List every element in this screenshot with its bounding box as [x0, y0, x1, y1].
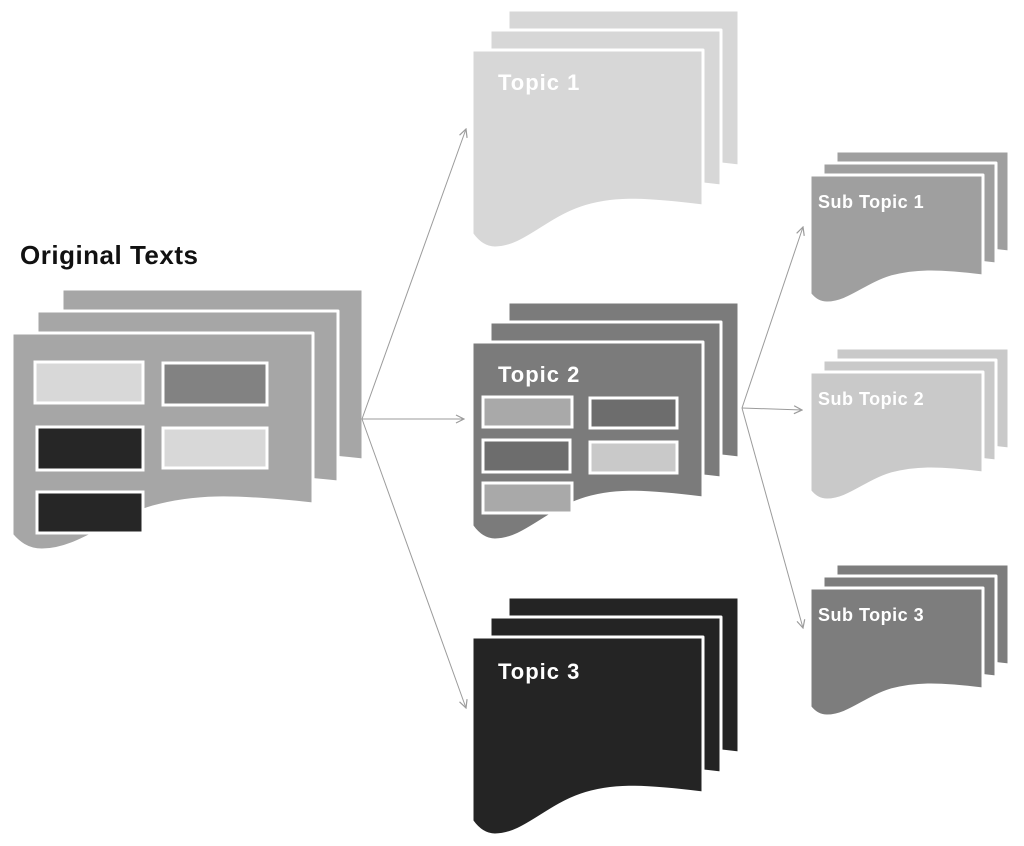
sub-topic-1-label: Sub Topic 1 [818, 192, 924, 212]
text-block [588, 440, 679, 475]
text-block [588, 396, 679, 430]
text-block [161, 426, 269, 470]
sub-topic-3-label: Sub Topic 3 [818, 605, 924, 625]
topic-3-stack: Topic 3 [470, 595, 741, 837]
sub-topic-2-label: Sub Topic 2 [818, 389, 924, 409]
text-block [481, 481, 574, 515]
sub-topic-3-stack: Sub Topic 3 [808, 562, 1011, 718]
topic-1-stack: Topic 1 [470, 8, 741, 250]
arrow-topic-2-to-sub-topic-2 [741, 408, 802, 410]
topic-3-label: Topic 3 [498, 659, 580, 684]
original-texts-stack [10, 287, 365, 552]
sub-topic-2-stack: Sub Topic 2 [808, 346, 1011, 502]
text-block [33, 360, 145, 405]
text-block [481, 395, 574, 429]
original-texts-heading: Original Texts [20, 240, 199, 270]
connector-arrows [361, 129, 803, 708]
arrow-topic-2-to-sub-topic-1 [741, 227, 803, 409]
topic-2-label: Topic 2 [498, 362, 580, 387]
text-block [481, 438, 572, 474]
arrow-topic-2-to-sub-topic-3 [741, 407, 803, 628]
topic-1-label: Topic 1 [498, 70, 580, 95]
text-block [161, 361, 269, 407]
sub-topic-1-stack: Sub Topic 1 [808, 149, 1011, 305]
text-block [35, 425, 145, 472]
arrow-original-to-topic-3 [361, 418, 466, 708]
arrow-original-to-topic-1 [361, 129, 466, 420]
topic-2-stack: Topic 2 [470, 300, 741, 542]
text-block [35, 490, 145, 535]
